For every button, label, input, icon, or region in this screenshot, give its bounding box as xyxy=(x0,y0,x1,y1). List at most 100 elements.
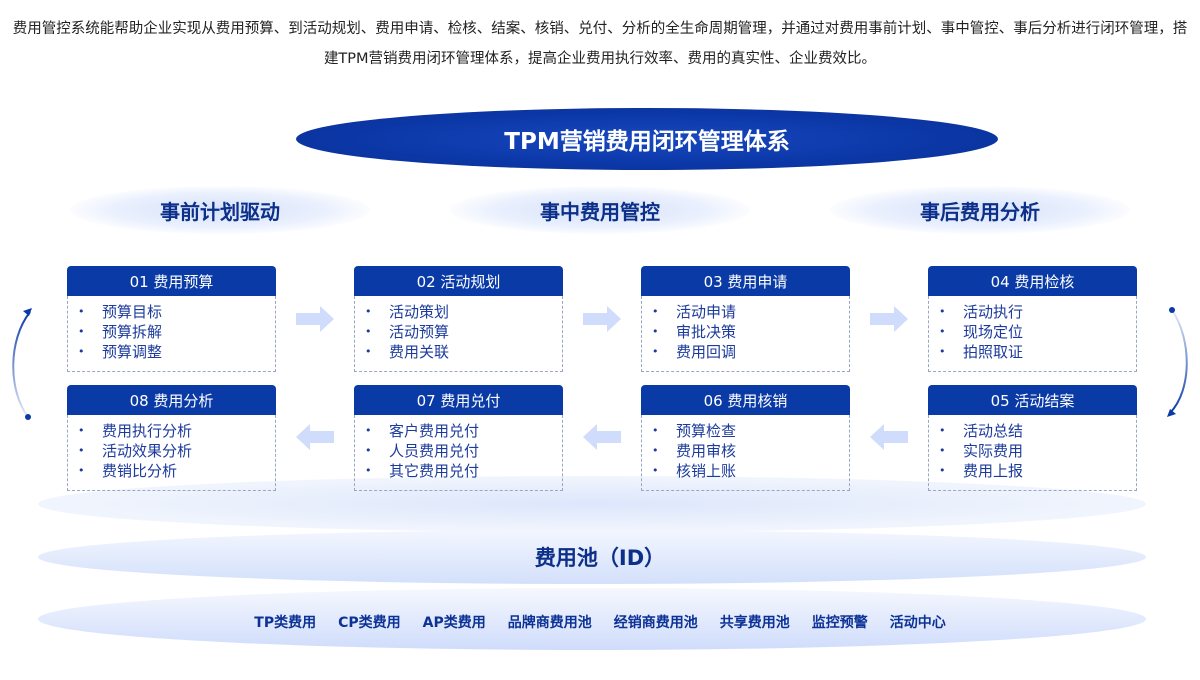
item-label: 费用执行分析 xyxy=(102,422,193,440)
item-label: 活动执行 xyxy=(963,303,1024,321)
diagram-title: TPM营销费用闭环管理体系 xyxy=(296,108,998,170)
arrow-left-icon xyxy=(583,424,621,450)
stage-title: 01 费用预算 xyxy=(67,266,276,296)
list-item: • 拍照取证 xyxy=(939,342,1136,362)
item-label: 费销比分析 xyxy=(102,462,178,480)
stage-items: •活动总结•实际费用•费用上报 xyxy=(928,415,1137,491)
stage-items: • 预算目标•预算拆解•预算调整 xyxy=(67,296,276,372)
list-item: •人员费用兑付 xyxy=(365,441,562,461)
bullet-icon: • xyxy=(652,444,659,457)
item-label: 活动申请 xyxy=(676,303,737,321)
item-label: 核销上账 xyxy=(676,462,737,480)
stage-title: 08 费用分析 xyxy=(67,385,276,415)
item-label: 其它费用兑付 xyxy=(389,462,480,480)
list-item: • 核销上账 xyxy=(652,461,849,481)
phase-mid: 事中费用管控 xyxy=(450,186,750,234)
list-item: • 其它费用兑付 xyxy=(365,461,562,481)
intro-text: 费用管控系统能帮助企业实现从费用预算、到活动规划、费用申请、检核、结案、核销、兑… xyxy=(12,21,1188,67)
arrow-left-icon xyxy=(296,424,334,450)
list-item: • 活动申请 xyxy=(652,302,849,322)
bullet-icon: • xyxy=(365,345,372,358)
list-item: • 活动效果分析 xyxy=(78,441,275,461)
stage-title: 05 活动结案 xyxy=(928,385,1137,415)
item-label: 预算调整 xyxy=(102,343,163,361)
item-label: 审批决策 xyxy=(676,323,737,341)
stage-box: 02 活动规划•活动策划•活动预算•费用关联 xyxy=(354,266,563,372)
bullet-icon: • xyxy=(365,464,372,477)
bullet-icon: • xyxy=(652,325,659,338)
bullet-icon: • xyxy=(939,305,946,318)
item-label: 预算检查 xyxy=(676,422,737,440)
bullet-icon: • xyxy=(652,464,659,477)
list-item: • 活动总结 xyxy=(939,421,1136,441)
item-label: 费用关联 xyxy=(389,343,450,361)
stage-box: 07 费用兑付•客户费用兑付•人员费用兑付•其它费用兑付 xyxy=(354,385,563,491)
stage-box: 01 费用预算 • 预算目标•预算拆解•预算调整 xyxy=(67,266,276,372)
list-item: •费用执行分析 xyxy=(78,421,275,441)
item-label: 活动预算 xyxy=(389,323,450,341)
item-label: 预算目标 xyxy=(102,303,163,321)
arrow-right-icon xyxy=(870,306,908,332)
stage-items: •活动执行•现场定位•拍照取证 xyxy=(928,296,1137,372)
bullet-icon: • xyxy=(365,325,372,338)
bullet-icon: • xyxy=(939,444,946,457)
phase-post: 事后费用分析 xyxy=(830,186,1130,234)
item-label: 活动效果分析 xyxy=(102,442,193,460)
pool-items: TP类费用 CP类费用 AP类费用 品牌商费用池 经销商费用池 共享费用池 监控… xyxy=(0,612,1200,632)
stage-items: •活动策划•活动预算•费用关联 xyxy=(354,296,563,372)
bullet-icon: • xyxy=(652,345,659,358)
stage-box: 03 费用申请 • 活动申请 • 审批决策 • 费用回调 xyxy=(641,266,850,372)
stage-title: 03 费用申请 xyxy=(641,266,850,296)
bullet-icon: • xyxy=(365,444,372,457)
item-label: 活动总结 xyxy=(963,422,1024,440)
bullet-icon: • xyxy=(939,325,946,338)
list-item: •现场定位 xyxy=(939,322,1136,342)
list-item: • 预算检查 xyxy=(652,421,849,441)
item-label: 预算拆解 xyxy=(102,323,163,341)
stage-box: 06 费用核销 • 预算检查 • 费用审核 • 核销上账 xyxy=(641,385,850,491)
list-item: • 费销比分析 xyxy=(78,461,275,481)
bullet-icon: • xyxy=(939,464,946,477)
bullet-icon: • xyxy=(652,424,659,437)
loop-up-arrow-icon xyxy=(12,308,32,420)
stage-title: 02 活动规划 xyxy=(354,266,563,296)
stage-box: 05 活动结案•活动总结•实际费用•费用上报 xyxy=(928,385,1137,491)
pool-item: 经销商费用池 xyxy=(613,615,698,631)
pool-item: 活动中心 xyxy=(889,615,946,631)
pool-layer-top xyxy=(38,476,1146,532)
loop-down-arrow-icon xyxy=(1167,307,1188,417)
list-item: • 费用审核 xyxy=(652,441,849,461)
bullet-icon: • xyxy=(78,305,85,318)
title-text: TPM营销费用闭环管理体系 xyxy=(504,129,790,155)
arrow-left-icon xyxy=(870,424,908,450)
stage-items: •费用执行分析 • 活动效果分析 • 费销比分析 xyxy=(67,415,276,491)
list-item: •活动策划 xyxy=(365,302,562,322)
bullet-icon: • xyxy=(78,464,85,477)
bullet-icon: • xyxy=(652,305,659,318)
bullet-icon: • xyxy=(78,444,85,457)
list-item: •预算调整 xyxy=(78,342,275,362)
bullet-icon: • xyxy=(365,305,372,318)
item-label: 费用审核 xyxy=(676,442,737,460)
pool-item: TP类费用 xyxy=(254,615,317,631)
stage-title: 06 费用核销 xyxy=(641,385,850,415)
stage-items: • 活动申请 • 审批决策 • 费用回调 xyxy=(641,296,850,372)
pool-layer-mid xyxy=(38,530,1146,584)
pool-item: AP类费用 xyxy=(422,615,486,631)
list-item: •实际费用 xyxy=(939,441,1136,461)
stage-box: 04 费用检核•活动执行•现场定位•拍照取证 xyxy=(928,266,1137,372)
list-item: • 活动执行 xyxy=(939,302,1136,322)
arrow-right-icon xyxy=(583,306,621,332)
arrow-right-icon xyxy=(296,306,334,332)
bullet-icon: • xyxy=(939,345,946,358)
item-label: 拍照取证 xyxy=(963,343,1024,361)
list-item: • 审批决策 xyxy=(652,322,849,342)
item-label: 客户费用兑付 xyxy=(389,422,480,440)
list-item: •预算拆解 xyxy=(78,322,275,342)
pool-title: 费用池（ID） xyxy=(534,546,666,570)
pool-item: 品牌商费用池 xyxy=(507,615,592,631)
bullet-icon: • xyxy=(365,424,372,437)
pool-item: 监控预警 xyxy=(811,615,868,631)
bullet-icon: • xyxy=(939,424,946,437)
item-label: 费用回调 xyxy=(676,343,737,361)
